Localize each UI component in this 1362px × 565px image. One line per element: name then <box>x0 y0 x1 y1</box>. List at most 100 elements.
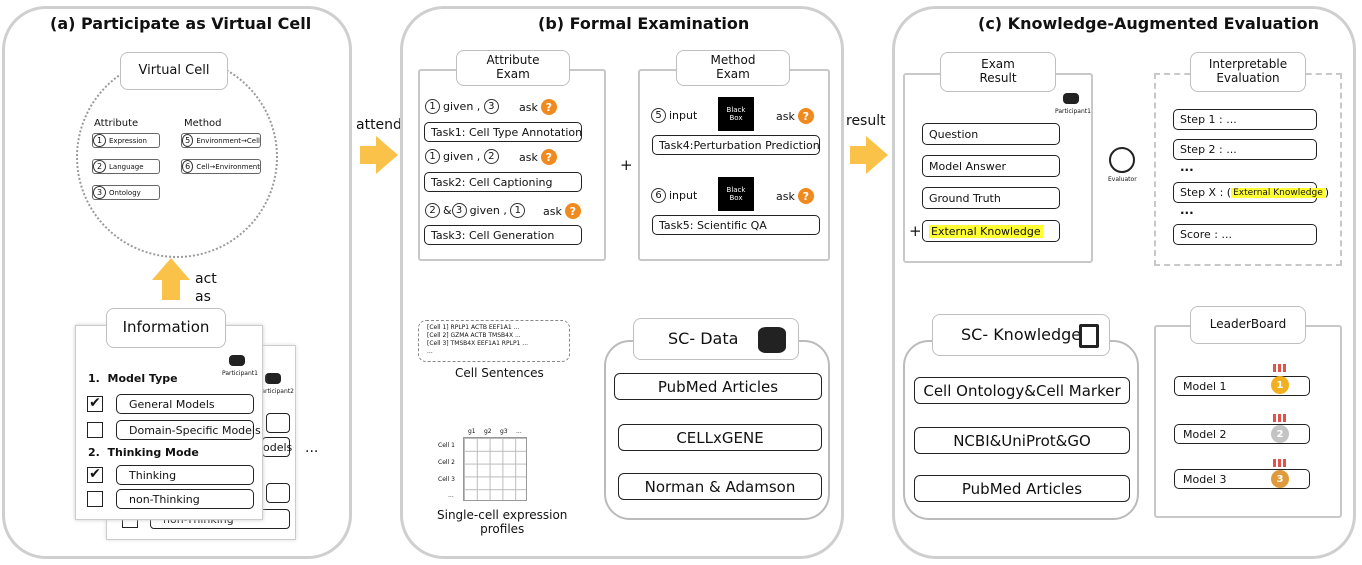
cell-ontology-source: Cell Ontology&Cell Marker <box>914 377 1130 404</box>
attr-task1-in-num: 1 <box>425 99 440 114</box>
thinking-checkbox[interactable]: ✔ <box>87 467 103 483</box>
ask-text: ask <box>519 100 538 114</box>
gene-label: g2 <box>484 428 492 435</box>
attr-task1-ask: ask? <box>519 99 557 115</box>
medal-ribbon <box>1273 364 1287 372</box>
sc-knowledge-title: SC- Knowledge <box>932 314 1110 356</box>
method-task4-ask: ask? <box>776 108 814 124</box>
panel-b-title: (b) Formal Examination <box>538 14 750 33</box>
task4-box: Task4:Perturbation Prediction <box>652 135 820 155</box>
given-text: given , <box>469 204 507 217</box>
attribute-number: 3 <box>93 186 106 199</box>
general-models-checkbox[interactable]: ✔ <box>87 396 103 412</box>
leaderboard-box <box>1154 325 1342 518</box>
steps-ellipsis: ... <box>1180 160 1194 174</box>
method-number: 6 <box>182 160 194 173</box>
cell-row-label: Cell 1 <box>438 442 455 449</box>
leaderboard-row: Model 3 <box>1174 469 1310 489</box>
domain-models-checkbox[interactable] <box>87 422 103 438</box>
result-arrow <box>850 136 888 174</box>
attr-task3-in-num: 3 <box>451 203 467 218</box>
task1-box: Task1: Cell Type Annotation <box>424 122 582 142</box>
steps-ellipsis-2: ... <box>1180 203 1194 217</box>
gold-medal-icon: 1 <box>1271 376 1289 394</box>
result-label: result <box>846 113 886 129</box>
exam-result-title: Exam Result <box>940 52 1056 92</box>
model-answer-field: Model Answer <box>922 155 1060 177</box>
attribute-number: 2 <box>93 160 106 173</box>
cell-sentence: ... <box>427 348 433 355</box>
ask-text: ask <box>776 109 795 123</box>
general-models-option[interactable]: General Models <box>116 394 254 414</box>
score-field: Score : ... <box>1173 224 1317 245</box>
cell-row-label: Cell 2 <box>438 459 455 466</box>
back-box-2: odels <box>262 437 292 457</box>
plus-sign-c: + <box>909 222 922 240</box>
given-text: given , <box>443 100 481 113</box>
pubmed-articles-source: PubMed Articles <box>614 373 822 400</box>
silver-medal-icon: 2 <box>1271 425 1289 443</box>
database-icon <box>758 327 786 353</box>
gene-label: ... <box>516 428 522 435</box>
non-thinking-option[interactable]: non-Thinking <box>116 489 254 509</box>
back-box-3 <box>266 483 290 503</box>
robot-icon <box>265 373 281 384</box>
non-thinking-checkbox[interactable] <box>87 491 103 507</box>
panel-c-title: (c) Knowledge-Augmented Evaluation <box>978 14 1319 33</box>
medal-ribbon <box>1273 414 1287 422</box>
task5-box: Task5: Scientific QA <box>652 215 820 235</box>
attribute-label: Ontology <box>109 188 141 197</box>
cell-row-label: Cell 3 <box>438 476 455 483</box>
profiles-label: Single-cell expression profiles <box>437 508 568 537</box>
plus-sign: + <box>620 156 633 174</box>
ground-truth-field: Ground Truth <box>922 187 1060 209</box>
cell-sentence: [Cell 3] TMSB4X EEF1A1 RPLP1 ... <box>427 340 529 347</box>
attr-task2-out-num: 2 <box>483 149 499 164</box>
virtual-cell-label: Virtual Cell <box>120 52 228 90</box>
leaderboard-row: Model 2 <box>1174 424 1310 444</box>
cell-sentences-box: [Cell 1] RPLP1 ACTB EEF1A1 ... [Cell 2] … <box>418 320 570 362</box>
cell-sentence: [Cell 2] GZMA ACTB TMSB4X ... <box>427 332 521 339</box>
sc-knowledge-text: SC- Knowledge <box>961 324 1082 344</box>
attr-task3-in-num: 2 <box>425 203 440 218</box>
input-text: input <box>669 109 698 122</box>
amp-text: & <box>443 204 452 217</box>
question-icon: ? <box>540 99 557 115</box>
question-icon: ? <box>564 203 581 219</box>
sc-data-text: SC- Data <box>668 328 739 348</box>
panel-a-title: (a) Participate as Virtual Cell <box>50 14 312 33</box>
method-task4-num: 5 <box>651 108 666 123</box>
given-text: given , <box>443 150 481 163</box>
domain-models-option[interactable]: Domain-Specific Models <box>116 420 261 440</box>
ask-text: ask <box>519 150 538 164</box>
leaderboard-row: Model 1 <box>1174 376 1310 396</box>
expression-matrix <box>463 437 527 501</box>
up-arrow-a <box>152 258 190 300</box>
back-box-1 <box>266 413 290 433</box>
thinking-option[interactable]: Thinking <box>116 465 254 485</box>
attribute-label: Expression <box>109 136 147 145</box>
question-field: Question <box>922 123 1060 145</box>
sc-data-title: SC- Data <box>633 318 799 360</box>
attr-task3-ask: ask? <box>543 203 581 219</box>
question-icon: ? <box>540 149 557 165</box>
external-knowledge-highlight: External Knowledge <box>929 224 1043 238</box>
task3-box: Task3: Cell Generation <box>424 225 582 245</box>
cellxgene-source: CELLxGENE <box>618 424 822 451</box>
participant1-label: Participant1 <box>222 370 258 377</box>
step-1: Step 1 : ... <box>1173 109 1317 130</box>
gene-label: g3 <box>500 428 508 435</box>
ellipsis: ... <box>305 440 319 456</box>
cell-row-label: ... <box>448 492 454 499</box>
attribute-label: Language <box>109 162 144 171</box>
participant2-label: Participant2 <box>258 388 294 395</box>
attr-task3-out-num: 1 <box>510 203 526 218</box>
cell-sentences-label: Cell Sentences <box>455 366 544 380</box>
